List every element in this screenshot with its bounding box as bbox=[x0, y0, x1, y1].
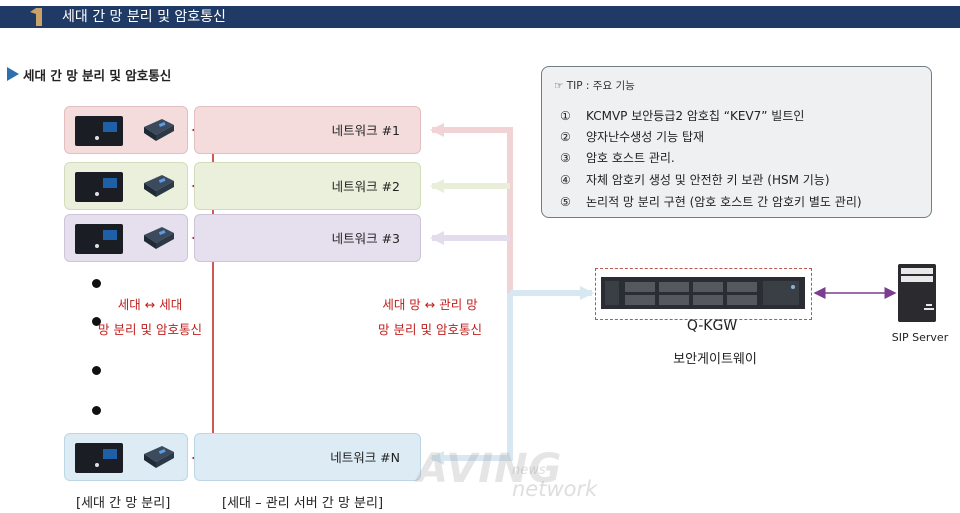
header-logo-icon bbox=[30, 8, 42, 26]
watermark-network: network bbox=[512, 477, 598, 501]
tip-item-text: 암호 호스트 관리. bbox=[586, 151, 675, 165]
note-generation-to-generation: 세대 ↔ 세대 망 분리 및 암호통신 bbox=[70, 292, 230, 342]
tip-item-text: 논리적 망 분리 구현 (암호 호스트 간 암호키 별도 관리) bbox=[586, 195, 862, 209]
header-title: 세대 간 망 분리 및 암호통신 bbox=[62, 9, 226, 25]
gateway-box bbox=[595, 268, 812, 320]
gateway-subtitle: 보안게이트웨이 bbox=[673, 352, 757, 367]
header-bar bbox=[0, 6, 960, 28]
network-box-2: 네트워크 #2 bbox=[194, 162, 421, 210]
wallpad-device-icon bbox=[75, 116, 123, 146]
sip-server-label: SIP Server bbox=[891, 331, 949, 344]
crypto-module-icon bbox=[144, 119, 174, 141]
rack-server-icon bbox=[601, 277, 805, 309]
tip-item-number: ④ bbox=[560, 173, 571, 187]
network-label-2: 네트워크 #2 bbox=[331, 179, 400, 194]
ellipsis-dot bbox=[92, 406, 101, 415]
crypto-module-icon bbox=[144, 227, 174, 249]
tip-item: ① KCMVP 보안등급2 암호칩 “KEV7” 빌트인 bbox=[560, 107, 804, 124]
tip-title: ☞ TIP : 주요 기능 bbox=[554, 80, 635, 92]
tip-item-text: 자체 암호키 생성 및 안전한 키 보관 (HSM 기능) bbox=[586, 173, 830, 187]
device-box-1 bbox=[64, 106, 188, 154]
tip-item: ④ 자체 암호키 생성 및 안전한 키 보관 (HSM 기능) bbox=[560, 171, 830, 188]
wallpad-device-icon bbox=[75, 443, 123, 473]
watermark-subtext: news network bbox=[512, 462, 598, 501]
tip-item-text: 양자난수생성 기능 탑재 bbox=[586, 130, 705, 144]
network-box-1: 네트워크 #1 bbox=[194, 106, 421, 154]
network-box-n: 네트워크 #N bbox=[194, 433, 421, 481]
network-label-1: 네트워크 #1 bbox=[331, 123, 400, 138]
device-box-n bbox=[64, 433, 188, 481]
device-box-2 bbox=[64, 162, 188, 210]
tip-item-number: ③ bbox=[560, 151, 571, 165]
wallpad-device-icon bbox=[75, 172, 123, 202]
network-box-3: 네트워크 #3 bbox=[194, 214, 421, 262]
crypto-module-icon bbox=[144, 446, 174, 468]
tip-item: ③ 암호 호스트 관리. bbox=[560, 149, 675, 166]
sip-server-icon bbox=[898, 264, 936, 322]
caption-generation-separation: [세대 간 망 분리] bbox=[76, 496, 171, 511]
wallpad-device-icon bbox=[75, 224, 123, 254]
ellipsis-dot bbox=[92, 317, 101, 326]
tip-item-text: KCMVP 보안등급2 암호칩 “KEV7” 빌트인 bbox=[586, 109, 805, 123]
tip-item-number: ② bbox=[560, 130, 571, 144]
network-label-n: 네트워크 #N bbox=[330, 450, 400, 465]
caption-management-separation: [세대 – 관리 서버 간 망 분리] bbox=[222, 496, 384, 511]
note-line: 세대 망 ↔ 관리 망 bbox=[382, 297, 478, 312]
network-label-3: 네트워크 #3 bbox=[331, 231, 400, 246]
ellipsis-dot bbox=[92, 279, 101, 288]
tip-item-number: ① bbox=[560, 109, 571, 123]
device-box-3 bbox=[64, 214, 188, 262]
tip-item: ⑤ 논리적 망 분리 구현 (암호 호스트 간 암호키 별도 관리) bbox=[560, 193, 862, 210]
tip-item: ② 양자난수생성 기능 탑재 bbox=[560, 128, 704, 145]
note-generation-to-management: 세대 망 ↔ 관리 망 망 분리 및 암호통신 bbox=[350, 292, 510, 342]
tip-box: ☞ TIP : 주요 기능 ① KCMVP 보안등급2 암호칩 “KEV7” 빌트… bbox=[541, 66, 932, 218]
section-title: 세대 간 망 분리 및 암호통신 bbox=[23, 68, 172, 83]
ellipsis-dot bbox=[92, 366, 101, 375]
link-network-n bbox=[430, 293, 513, 465]
note-line: 세대 ↔ 세대 bbox=[117, 297, 183, 312]
section-arrow-icon bbox=[7, 67, 19, 81]
watermark-news: news bbox=[512, 463, 546, 478]
tip-item-number: ⑤ bbox=[560, 195, 571, 209]
link-network-1 bbox=[430, 123, 513, 293]
watermark-logo: AVING bbox=[417, 446, 563, 492]
gateway-name: Q-KGW bbox=[686, 318, 738, 334]
note-line: 망 분리 및 암호통신 bbox=[98, 322, 202, 337]
crypto-module-icon bbox=[144, 175, 174, 197]
note-line: 망 분리 및 암호통신 bbox=[378, 322, 482, 337]
